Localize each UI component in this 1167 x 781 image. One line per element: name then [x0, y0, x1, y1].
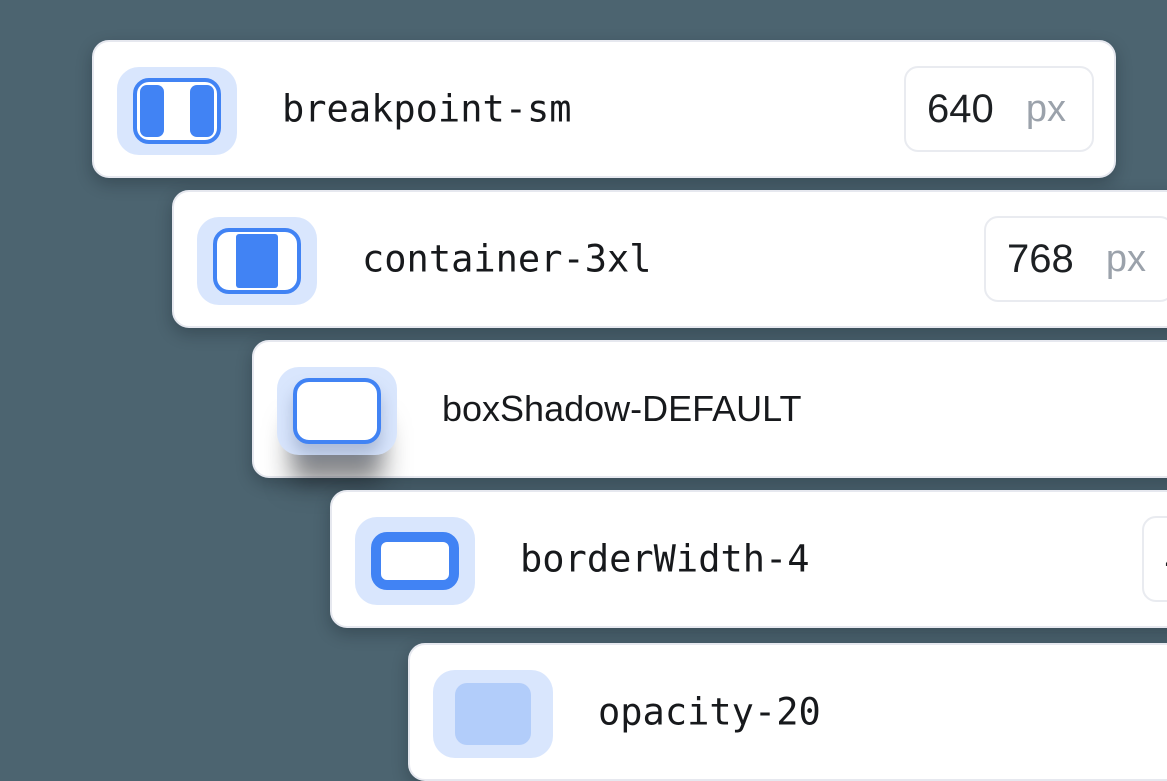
token-row-opacity-20: opacity-20: [408, 643, 1167, 781]
token-row-boxshadow-default: boxShadow-DEFAULT: [252, 340, 1167, 478]
value-text: 768: [1007, 236, 1074, 281]
token-row-container-3xl: container-3xl 768 px: [172, 190, 1167, 328]
container-fill: [236, 234, 278, 288]
token-name-label: borderWidth-4: [520, 537, 810, 581]
value-field[interactable]: 640 px: [904, 66, 1094, 152]
token-row-breakpoint-sm: breakpoint-sm 640 px: [92, 40, 1116, 178]
container-icon: [213, 228, 301, 294]
value-text: 640: [927, 86, 994, 131]
value-field[interactable]: 4 px: [1142, 516, 1167, 602]
unit-label: px: [1025, 87, 1066, 130]
token-name-label: opacity-20: [598, 690, 821, 734]
value-text: 4: [1165, 537, 1167, 582]
unit-label: px: [1105, 237, 1146, 280]
icon-tile: [117, 67, 237, 155]
breakpoint-icon: [133, 78, 221, 144]
breakpoint-right-bar: [190, 85, 214, 137]
icon-tile: [433, 670, 553, 758]
token-name-label: breakpoint-sm: [282, 87, 572, 131]
opacity-icon: [455, 683, 531, 745]
icon-tile: [197, 217, 317, 305]
box-shadow-icon: [293, 378, 381, 444]
breakpoint-left-bar: [140, 85, 164, 137]
value-field[interactable]: 768 px: [984, 216, 1167, 302]
token-row-borderwidth-4: borderWidth-4 4 px: [330, 490, 1167, 628]
icon-tile: [355, 517, 475, 605]
token-list: breakpoint-sm 640 px container-3xl 768 p…: [92, 40, 1167, 781]
border-width-icon: [371, 532, 459, 590]
token-name-label: container-3xl: [362, 237, 652, 281]
icon-tile: [277, 367, 397, 455]
token-name-label: boxShadow-DEFAULT: [442, 388, 802, 429]
